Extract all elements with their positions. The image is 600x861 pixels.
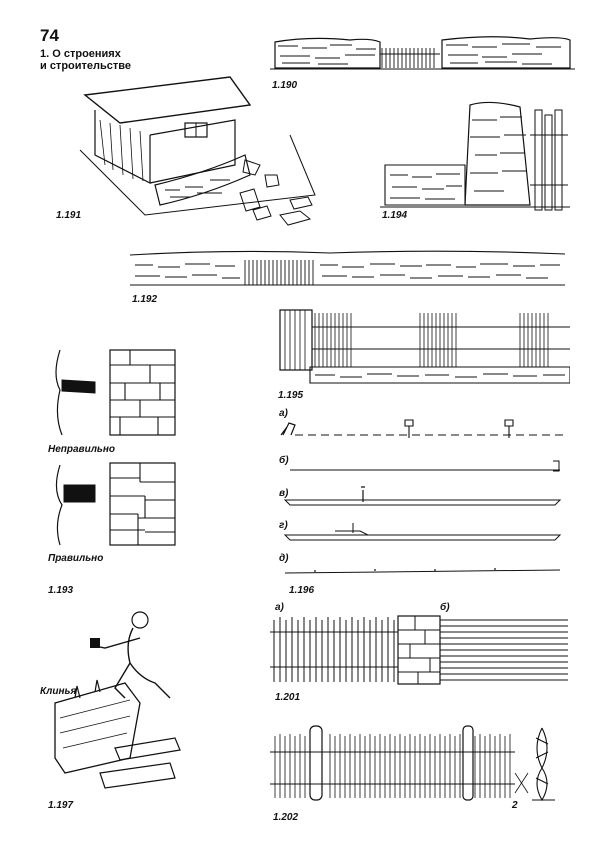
label-wedges: Клинья: [40, 686, 77, 697]
figure-1-193-wrong-masonry: [55, 349, 176, 436]
caption-1-192: 1.192: [132, 294, 158, 305]
figure-1-197-stone-splitting: [54, 611, 181, 789]
figure-1-192-long-stone-wall: [130, 250, 565, 286]
caption-1-196: 1.196: [289, 585, 315, 596]
label-b-1-196: б): [279, 455, 289, 466]
label-v-1-196: в): [279, 488, 289, 499]
figure-1-202-reed-fence: [270, 725, 555, 802]
figure-1-193-right-masonry: [55, 462, 176, 546]
caption-1-195: 1.195: [278, 390, 304, 401]
label-b-1-201: б): [440, 602, 450, 613]
caption-1-202: 1.202: [273, 812, 299, 823]
caption-1-190: 1.190: [272, 80, 298, 91]
figure-1-191-house: [79, 76, 316, 226]
caption-1-193: 1.193: [48, 585, 74, 596]
figure-1-194-stone-pillar-fence: [380, 101, 570, 211]
label-right: Правильно: [48, 553, 104, 564]
caption-1-191: 1.191: [56, 210, 82, 221]
label-g-1-196: г): [279, 520, 288, 531]
caption-1-194: 1.194: [382, 210, 408, 221]
section-title-line1: 1. О строениях: [40, 48, 121, 60]
caption-1-201: 1.201: [275, 692, 301, 703]
figure-1-196-staking-sequence: [280, 419, 565, 574]
label-a-1-196: а): [279, 408, 288, 419]
caption-1-197: 1.197: [48, 800, 74, 811]
label-2: 2: [512, 800, 518, 811]
figure-1-190-wall-with-gate: [270, 36, 575, 70]
section-title-line2: и строительстве: [40, 60, 132, 72]
label-a-1-201: а): [275, 602, 284, 613]
label-d-1-196: д): [279, 553, 289, 564]
figure-1-201-fence-types: [270, 615, 568, 685]
label-wrong: Неправильно: [48, 444, 116, 455]
figure-1-195-fence-on-stone-base: [279, 309, 570, 384]
section-title: 1. О строениях и строительстве: [40, 48, 131, 72]
page-number: 74: [40, 26, 59, 45]
